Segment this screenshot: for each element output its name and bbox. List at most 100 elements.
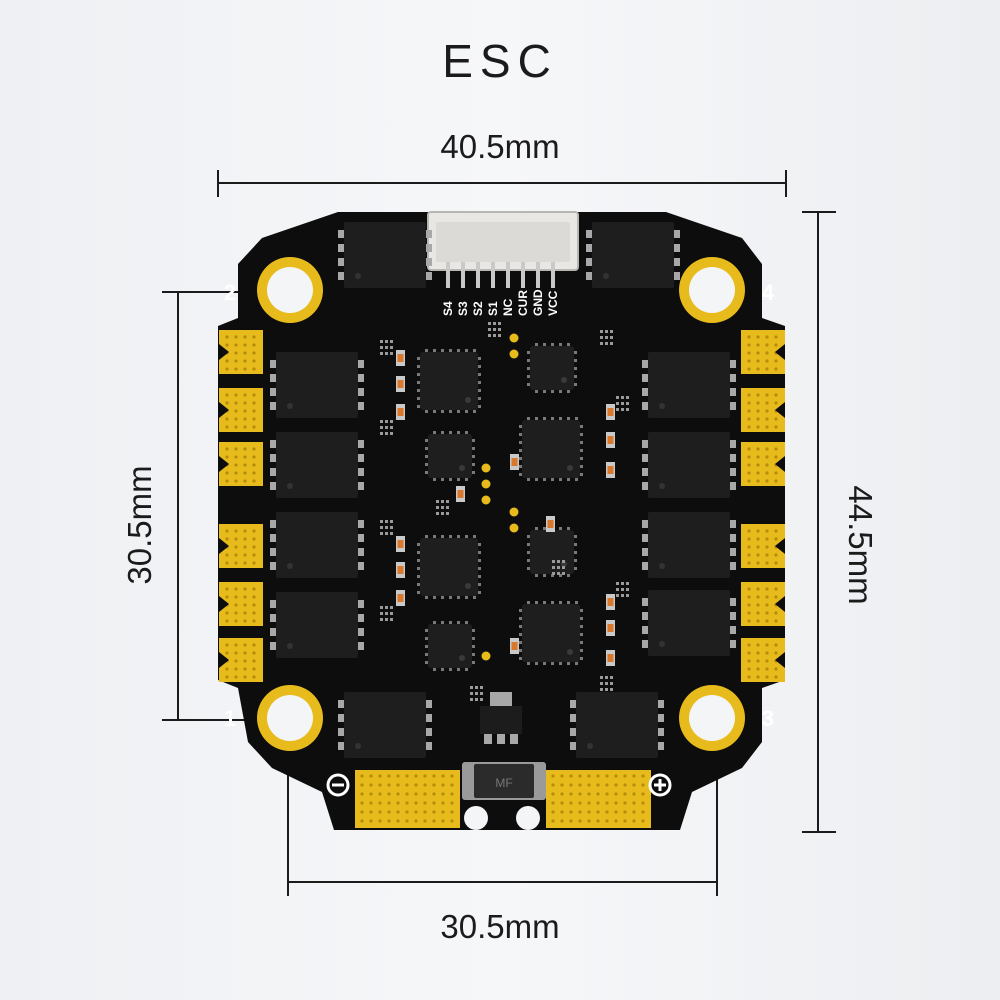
connector-pin [446,262,450,288]
test-point [509,523,519,533]
capacitor [436,500,449,515]
resistor [396,536,405,552]
connector-pin [461,262,465,288]
mount-hole-4-label: 4 [762,280,775,305]
driver-chip [425,621,475,671]
power-pad-notches [464,806,540,830]
passive-components [380,322,629,701]
driver-chip [417,349,481,413]
test-point [481,479,491,489]
connector-pin-label: GND [531,289,545,316]
test-point [509,507,519,517]
test-point [481,495,491,505]
mosfet-chip [642,432,736,498]
mount-hole-1 [257,685,323,751]
driver-chip [425,431,475,481]
connector-pin-label: S3 [456,301,470,316]
capacitor [380,420,393,435]
side-pad [219,638,263,682]
capacitor [616,582,629,597]
mount-hole-1-label: 1 [224,706,236,731]
side-pad [741,442,785,486]
mosfet-chip [586,222,680,288]
side-pad [741,582,785,626]
resistor [456,486,465,502]
side-pad [219,582,263,626]
mosfet-chip [642,590,736,656]
connector-pin-label: VCC [546,290,560,316]
connector-pin [506,262,510,288]
side-pad [741,638,785,682]
connector-pin-label: S4 [441,301,455,316]
mosfet-chip [270,512,364,578]
test-point [509,349,519,359]
mount-hole-2-label: 2 [224,280,236,305]
driver-chips [417,343,583,671]
mosfet-chip [570,692,664,758]
resistor [510,454,519,470]
resistor [396,376,405,392]
test-point [509,333,519,343]
connector-pin-label: S2 [471,301,485,316]
connector-pin-label: CUR [516,290,530,316]
capacitor [380,340,393,355]
positive-power-symbol-icon [648,773,672,797]
connector-pin [536,262,540,288]
capacitor [380,520,393,535]
connector-pin [521,262,525,288]
page-title: ESC [442,35,558,87]
mosfet-chip [338,692,432,758]
mosfet-chip [338,222,432,288]
side-pads-right [741,330,785,682]
side-pad [219,330,263,374]
mount-hole-3-label: 3 [762,706,774,731]
mosfet-chips [270,222,736,758]
power-pads [355,770,651,828]
resistor [396,590,405,606]
resistor [546,516,555,532]
mosfet-chip [270,432,364,498]
resistor [606,650,615,666]
resistor [510,638,519,654]
resistor [396,350,405,366]
mount-hole-2 [257,257,323,323]
inductor: MF [462,762,546,800]
mount-hole-3 [679,685,745,751]
mosfet-chip [642,352,736,418]
mount-horizontal-dimension-label: 30.5mm [440,908,560,945]
driver-chip [417,535,481,599]
inductor-marking: MF [495,776,512,790]
test-point [481,463,491,473]
resistor [606,404,615,420]
driver-chip [519,601,583,665]
width-dimension-label: 40.5mm [440,128,560,165]
side-pad [741,330,785,374]
connector-pin-label: NC [501,298,515,316]
resistor [396,404,405,420]
side-pad [219,388,263,432]
negative-power-symbol-icon [326,773,350,797]
side-pad [219,442,263,486]
resistor [606,594,615,610]
resistor [606,462,615,478]
capacitor [488,322,501,337]
driver-chip [519,417,583,481]
mount-hole-4 [679,257,745,323]
regulator-chip [480,692,522,744]
connector-pin [551,262,555,288]
driver-chip [527,527,577,577]
resistor [396,562,405,578]
resistor [606,432,615,448]
power-pad [355,770,460,828]
capacitor [600,676,613,691]
mosfet-chip [270,352,364,418]
resistor [606,620,615,636]
power-pad [546,770,651,828]
capacitor [552,560,565,575]
mosfet-chip [642,512,736,578]
side-pads-left [219,330,263,682]
driver-chip [527,343,577,393]
capacitor [616,396,629,411]
capacitor [380,606,393,621]
